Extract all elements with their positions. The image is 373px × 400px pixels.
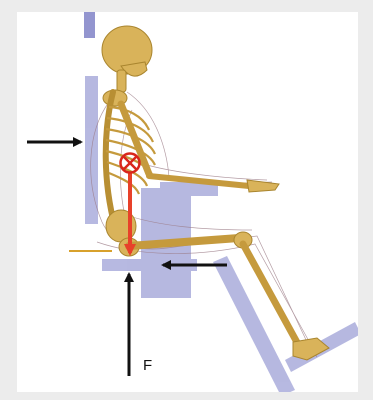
force-label: F — [143, 357, 152, 374]
headrest-bar — [84, 12, 95, 38]
circle-cross-marker-icon — [121, 154, 140, 173]
hand — [247, 180, 279, 192]
neck — [117, 70, 126, 92]
leg-rest — [213, 256, 295, 392]
spine — [106, 92, 115, 227]
seated-skeleton-diagram: F — [17, 12, 358, 392]
diagram-canvas: F — [17, 12, 358, 392]
